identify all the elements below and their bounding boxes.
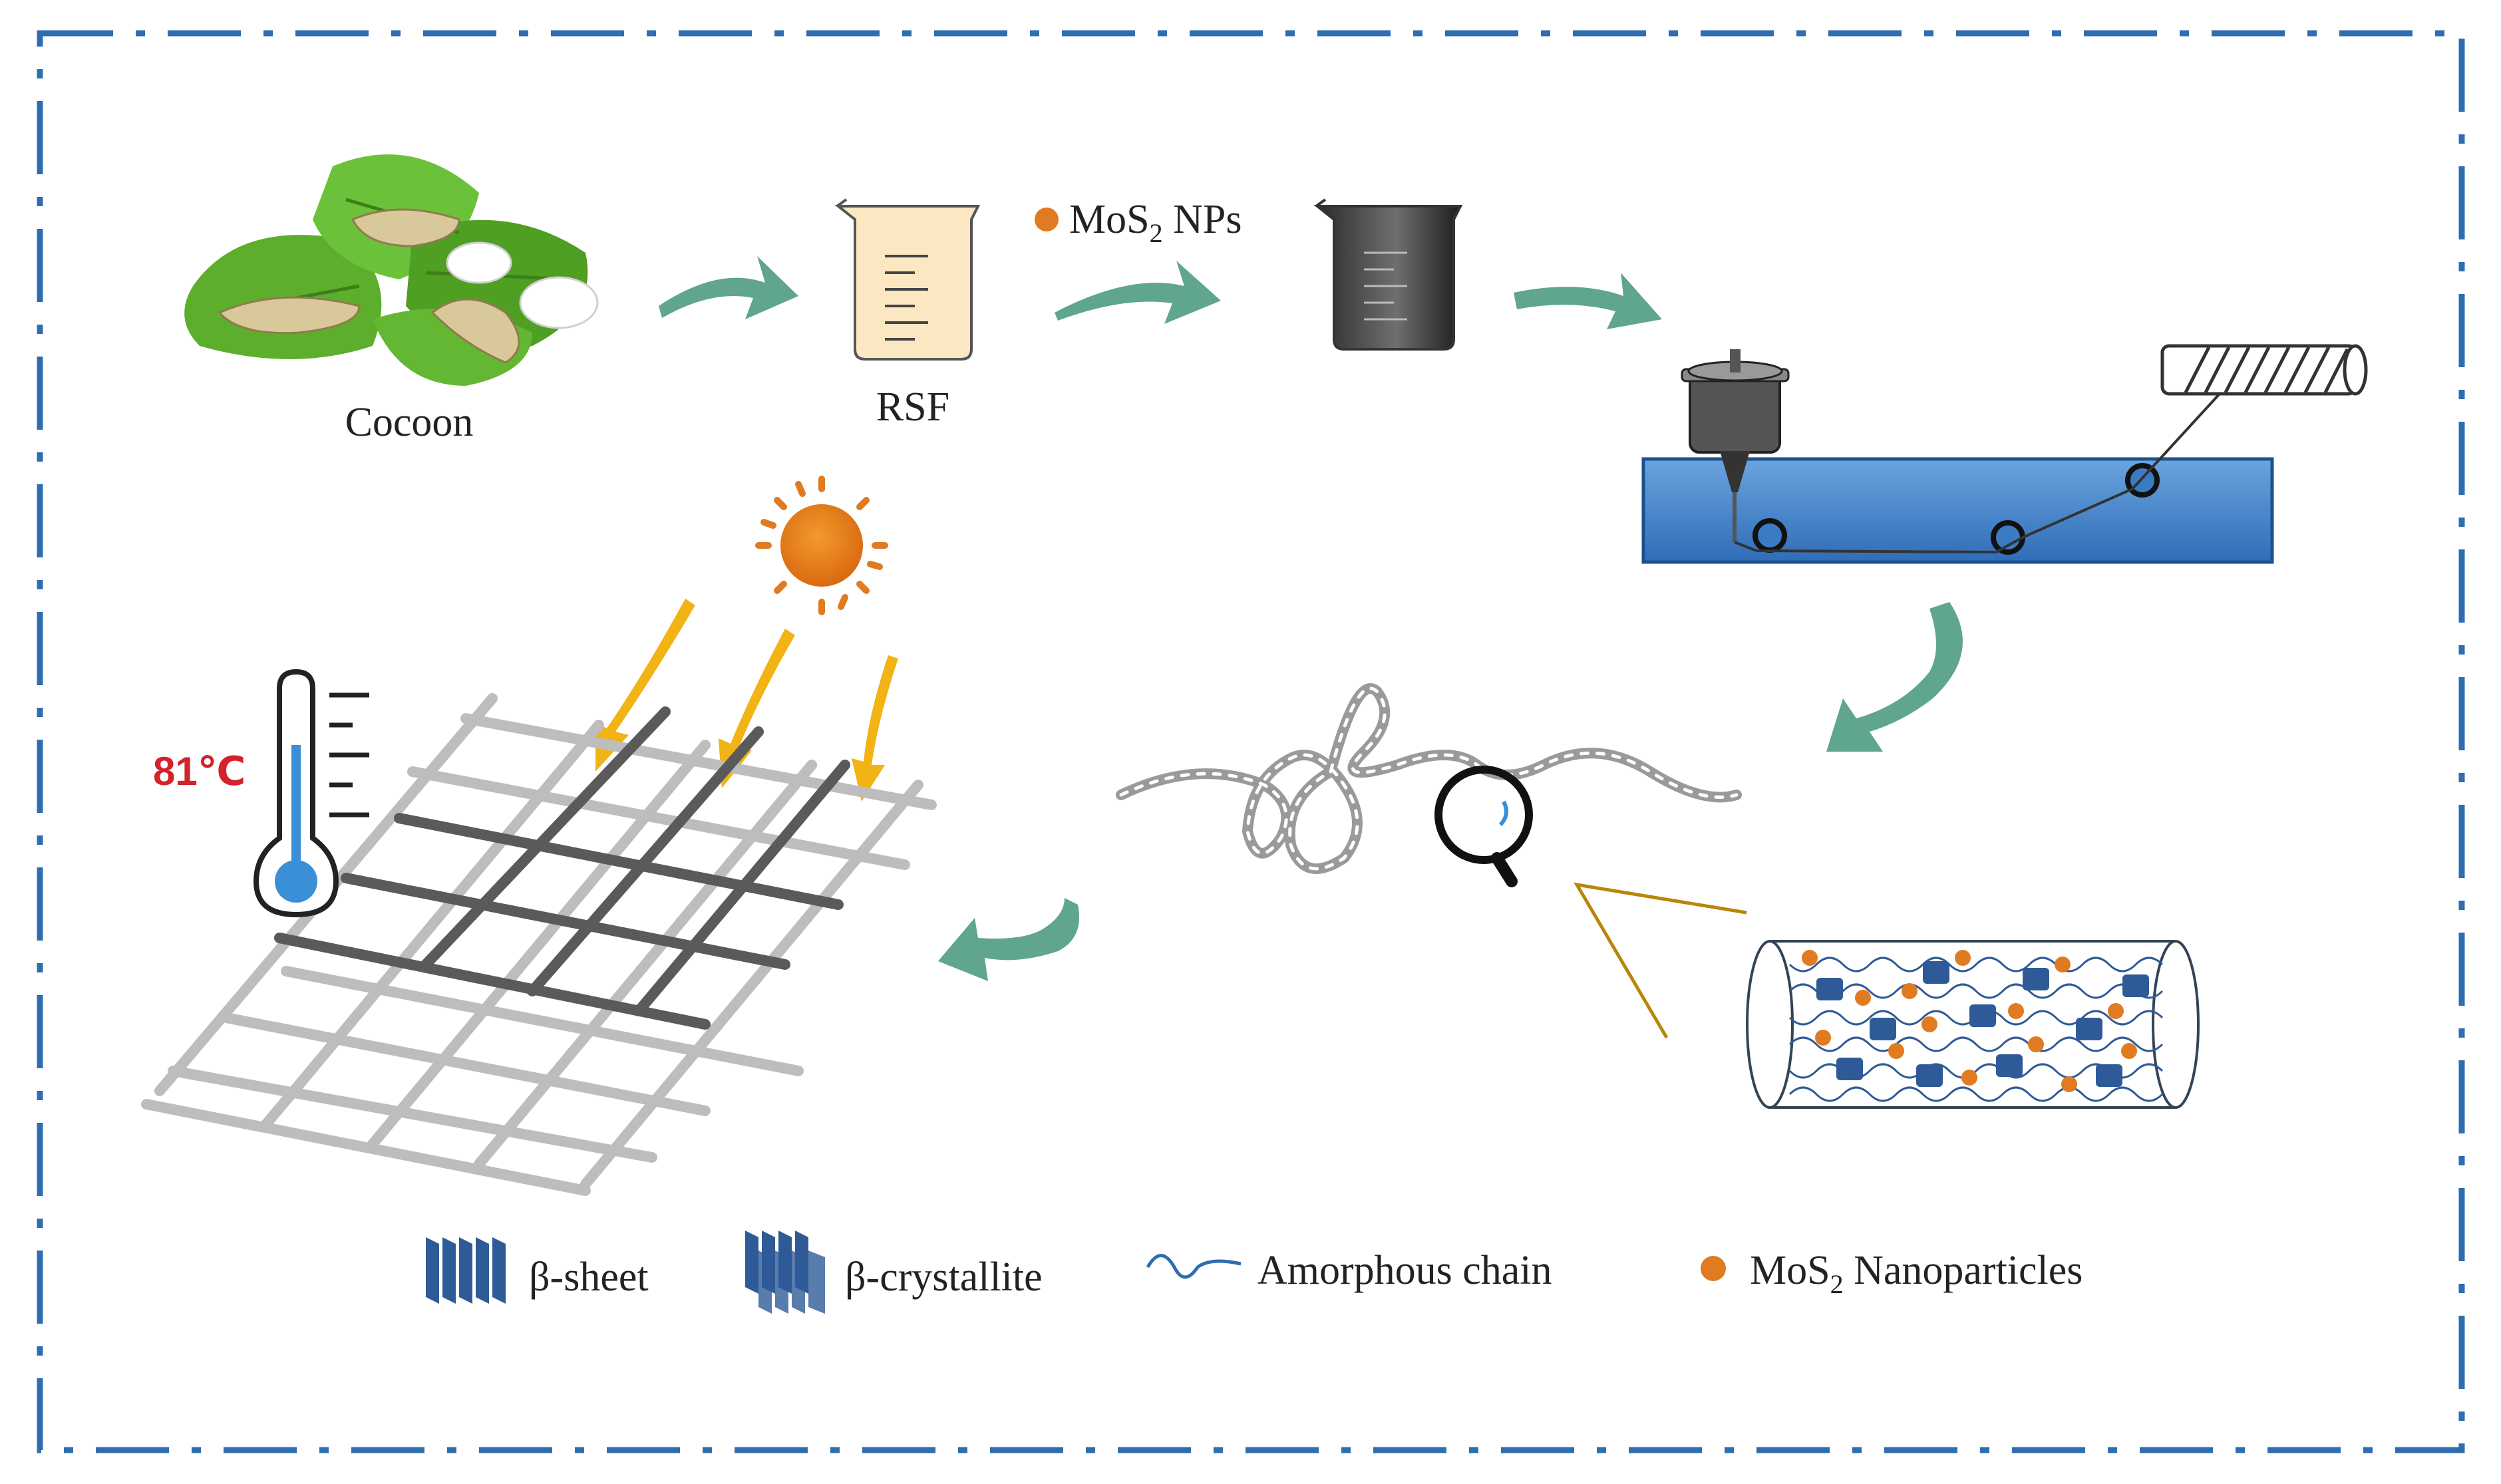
mixture-beaker [1313, 198, 1463, 351]
temperature-label: 81℃ [153, 749, 246, 794]
legend-amorphous-chain: Amorphous chain [1146, 1248, 1552, 1293]
coagulation-bath [1641, 457, 2274, 564]
fabric-mesh [141, 693, 937, 1196]
beta-sheet-icon [426, 1237, 506, 1304]
amorphous-chain-icon [1146, 1254, 1242, 1279]
rsf-beaker: RSF [834, 198, 981, 430]
leaf-icon [184, 154, 588, 386]
silkworm-icon [218, 208, 520, 364]
dashed-frame [37, 30, 2465, 1453]
nanoparticles-subscript: 2 [1830, 1269, 1844, 1299]
nps-text: NPs [1163, 197, 1242, 242]
cocoon-illustration: Cocoon [184, 154, 599, 445]
beta-crystallite-icon [745, 1231, 825, 1314]
nanoparticles-mos-text: MoS [1750, 1248, 1830, 1293]
mos2-nps-label: MoS2 NPs [1035, 197, 1242, 248]
beta-sheet-label: β-sheet [529, 1255, 649, 1300]
legend-nanoparticles: MoS2 Nanoparticles [1701, 1248, 2083, 1299]
flow-arrow-5 [938, 898, 1079, 981]
nanoparticle-dot [1035, 208, 1059, 231]
spinneret-icon [1681, 349, 1790, 542]
thermometer-icon [253, 668, 369, 918]
nanoparticle-legend-dot [1701, 1256, 1726, 1281]
flow-arrow-2 [1055, 261, 1221, 324]
spool-icon [2160, 344, 2368, 396]
flow-arrow-1 [659, 256, 798, 319]
flow-arrow-3 [1514, 273, 1662, 329]
legend-beta-crystallite: β-crystallite [745, 1231, 1043, 1314]
amorphous-chain-label: Amorphous chain [1257, 1248, 1552, 1293]
legend: β-sheet β-crystallite Amorphous chain Mo… [426, 1231, 2083, 1314]
svg-text:MoS2 NPs: MoS2 NPs [1069, 197, 1242, 248]
nanoparticles-suffix-text: Nanoparticles [1844, 1248, 2083, 1293]
mos2-text: MoS [1069, 197, 1150, 242]
rsf-label: RSF [876, 384, 949, 430]
svg-text:MoS2 Nanoparticles: MoS2 Nanoparticles [1750, 1248, 2083, 1299]
beaker-icon [1313, 198, 1463, 351]
flow-arrow-4 [1826, 602, 1963, 752]
beaker-icon [834, 198, 981, 361]
beta-crystallites [1816, 961, 2149, 1087]
silk-fiber [1116, 683, 1742, 887]
magnifier-icon [1434, 766, 1533, 887]
cocoon-icon [446, 241, 599, 329]
fiber-structure-cylinder [1746, 940, 2200, 1109]
legend-beta-sheet: β-sheet [426, 1237, 649, 1304]
mos2-subscript: 2 [1150, 218, 1163, 248]
sun-icon [755, 476, 888, 615]
nanoparticle-dots [1802, 950, 2137, 1092]
wet-spinning-setup [1641, 344, 2368, 564]
fiber-path [1734, 368, 2244, 554]
beta-crystallite-label: β-crystallite [845, 1255, 1043, 1300]
zoom-lines [1574, 882, 1747, 1039]
cocoon-label: Cocoon [345, 400, 474, 445]
